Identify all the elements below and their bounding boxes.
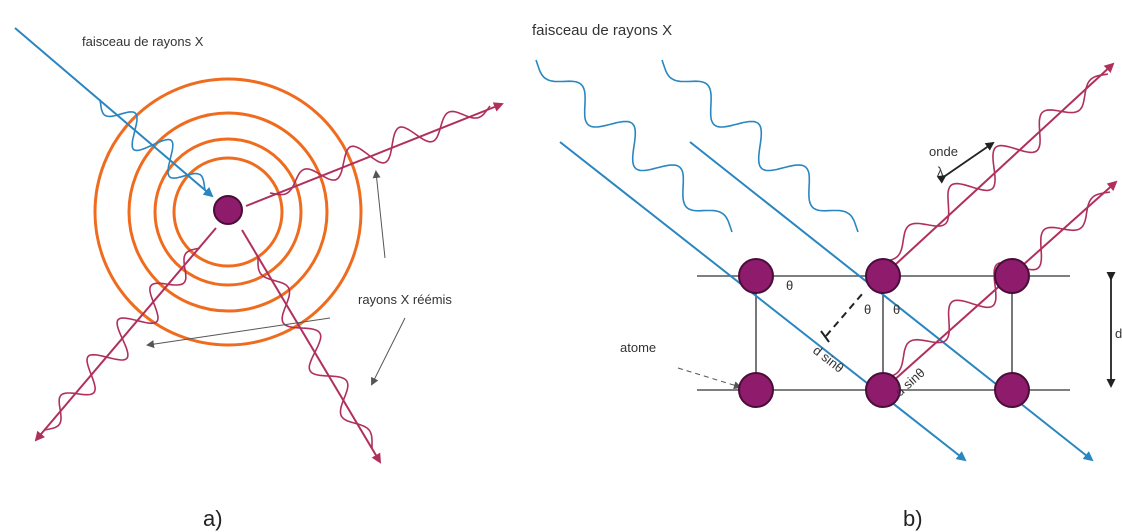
atom-pointer — [677, 367, 742, 390]
atoms — [738, 258, 1030, 408]
pointer-line — [371, 317, 406, 386]
scattered-ray-ne — [245, 102, 504, 207]
wave-label: onde — [929, 144, 958, 159]
incident-wave — [535, 59, 733, 233]
wave-packets-b — [535, 59, 1111, 379]
reflected-wave — [879, 73, 1109, 263]
ring-4 — [172, 156, 284, 268]
reflected-wave — [879, 191, 1111, 379]
panel-a: faisceau de rayons X rayons X réémis a) — [14, 27, 504, 531]
path-label: d sinθ — [810, 343, 847, 376]
caption-b: b) — [903, 506, 923, 531]
atom — [738, 258, 774, 294]
ring-3 — [153, 137, 303, 287]
wavelength-arrow — [936, 141, 995, 184]
ring-2 — [127, 111, 329, 313]
lambda-label: λ — [937, 164, 944, 179]
incident-wave — [99, 99, 206, 191]
atom — [865, 258, 901, 294]
beam-label-b: faisceau de rayons X — [532, 22, 672, 39]
incident-beam-b2 — [689, 141, 1094, 462]
wave-packets-a — [44, 99, 491, 448]
pointer-line — [372, 170, 386, 259]
ring-1 — [93, 77, 363, 347]
atom-label: atome — [620, 340, 656, 355]
scattered-wave — [44, 247, 201, 431]
scattered-wave — [257, 256, 373, 448]
reflected-beam-1 — [882, 62, 1115, 277]
spacing-label: d — [1115, 326, 1122, 341]
beam-label-a: faisceau de rayons X — [82, 34, 204, 49]
caption-a: a) — [203, 506, 223, 531]
scattered-wave — [269, 105, 491, 196]
incident-beam-a — [14, 27, 214, 198]
atom — [994, 258, 1030, 294]
path-label: d sinθ — [892, 365, 928, 399]
scattering-rings — [93, 77, 363, 347]
atom — [738, 372, 774, 408]
path-difference-tick — [820, 330, 830, 343]
panel-b: faisceau de rayons X onde λ θ θ θ atome … — [532, 22, 1122, 531]
path-difference-dash — [825, 292, 864, 337]
pointer-line — [146, 317, 331, 349]
theta-label: θ — [893, 302, 900, 317]
atom — [865, 372, 901, 408]
theta-label: θ — [864, 302, 871, 317]
incident-beam-b1 — [559, 141, 967, 462]
theta-label: θ — [786, 278, 793, 293]
reemitted-label: rayons X réémis — [358, 292, 452, 307]
atom-center — [213, 195, 243, 225]
atom — [994, 372, 1030, 408]
scattered-ray-sw — [34, 227, 217, 442]
incident-wave — [661, 59, 859, 233]
